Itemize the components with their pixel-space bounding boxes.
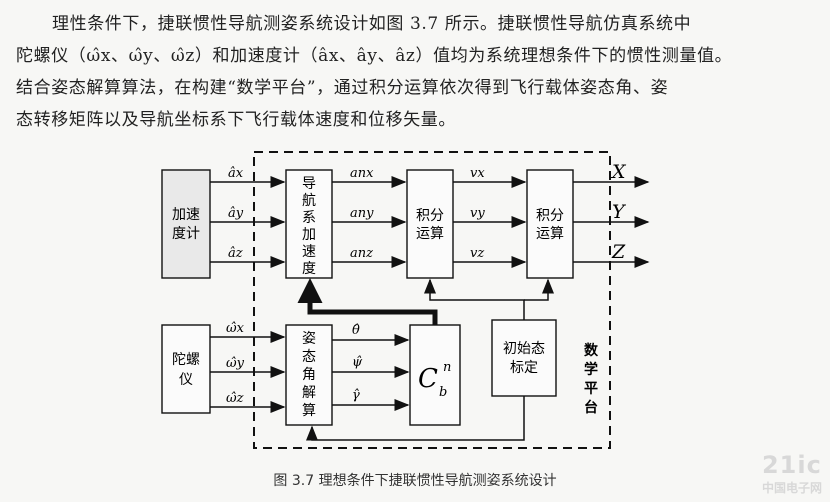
nav-accel-char-1: 导: [302, 176, 316, 192]
accel-z-label: âz: [228, 246, 243, 261]
accelerometer-label-1: 加速: [172, 207, 200, 223]
gamma-label: γ̂: [352, 388, 360, 403]
accel-y-label: ây: [228, 206, 244, 221]
math-platform-char-2: 学: [584, 361, 598, 378]
math-platform-char-4: 台: [584, 399, 598, 416]
nav-acc-x-label: anx: [350, 166, 374, 181]
vel-z-label: vz: [470, 246, 484, 261]
gyro-label-1: 陀螺: [172, 352, 200, 368]
gyro-z-label: ω̂z: [226, 391, 244, 406]
attitude-char-1: 姿: [302, 331, 316, 347]
nav-accel-char-3: 系: [302, 210, 316, 226]
integral-block-2: [526, 169, 574, 279]
math-platform-boundary: [253, 151, 611, 449]
accel-x-label: âx: [228, 166, 244, 181]
attitude-solver-block: [285, 324, 333, 426]
nav-accel-block: [285, 169, 333, 279]
attitude-char-5: 算: [302, 403, 316, 419]
dcm-feedback-arrow: [297, 278, 438, 325]
accelerometer-block: [161, 169, 211, 279]
attitude-char-3: 角: [302, 367, 316, 383]
integral1-label-2: 运算: [416, 226, 444, 242]
paragraph-line-2: 陀螺仪（ω̂x、ω̂y、ω̂z）和加速度计（âx、ây、âz）值均为系统理想条件…: [16, 46, 733, 66]
attitude-char-2: 态: [302, 349, 316, 365]
nav-accel-char-2: 航: [302, 193, 316, 209]
site-watermark: 21ic 中国电子网: [762, 451, 822, 496]
psi-label: ψ̂: [352, 355, 363, 370]
gyro-x-label: ω̂x: [226, 321, 245, 336]
intro-paragraph: 理性条件下，捷联惯性导航测姿系统设计如图 3.7 所示。捷联惯性导航仿真系统中 …: [16, 8, 816, 136]
integral-block-1: [406, 169, 454, 279]
nav-accel-char-5: 速: [302, 244, 316, 260]
attitude-char-4: 解: [302, 385, 316, 401]
init-cal-label-2: 标定: [510, 360, 538, 376]
gyro-label-2: 仪: [179, 372, 193, 388]
init-cal-label-1: 初始态: [503, 340, 545, 357]
theta-label: θ̂: [352, 323, 360, 338]
accelerometer-label-2: 度计: [172, 226, 200, 242]
paragraph-line-4: 态转移矩阵以及导航坐标系下飞行载体速度和位移矢量。: [16, 110, 456, 130]
figure-caption: 图 3.7 理想条件下捷联惯性导航测姿系统设计: [273, 473, 557, 489]
integral1-label-1: 积分: [416, 208, 444, 224]
vel-y-label: vy: [470, 206, 485, 221]
watermark-main: 21ic: [761, 451, 822, 479]
dcm-symbol: C: [418, 364, 438, 394]
math-platform-char-1: 数: [584, 342, 599, 359]
nav-acc-z-label: anz: [350, 246, 373, 261]
init-calibration-block: [491, 319, 557, 397]
paragraph-line-3: 结合姿态解算算法，在构建“数学平台”，通过积分运算依次得到飞行载体姿态角、姿: [16, 78, 669, 98]
pos-y-label: Y: [612, 201, 627, 223]
integral2-label-1: 积分: [536, 208, 564, 224]
paragraph-line-1: 理性条件下，捷联惯性导航测姿系统设计如图 3.7 所示。捷联惯性导航仿真系统中: [52, 14, 692, 34]
gyro-y-label: ω̂y: [226, 356, 245, 371]
pos-x-label: X: [610, 161, 627, 183]
pos-z-label: Z: [611, 241, 626, 263]
integral2-label-2: 运算: [536, 226, 564, 242]
nav-accel-char-4: 加: [302, 227, 316, 243]
gyro-block: [161, 324, 211, 414]
dcm-superscript: n: [443, 360, 451, 375]
nav-accel-char-6: 度: [302, 261, 316, 277]
watermark-sub: 中国电子网: [761, 481, 822, 495]
nav-acc-y-label: any: [350, 206, 374, 221]
vel-x-label: vx: [470, 166, 485, 181]
dcm-subscript: b: [439, 385, 447, 400]
math-platform-char-3: 平: [584, 381, 598, 397]
